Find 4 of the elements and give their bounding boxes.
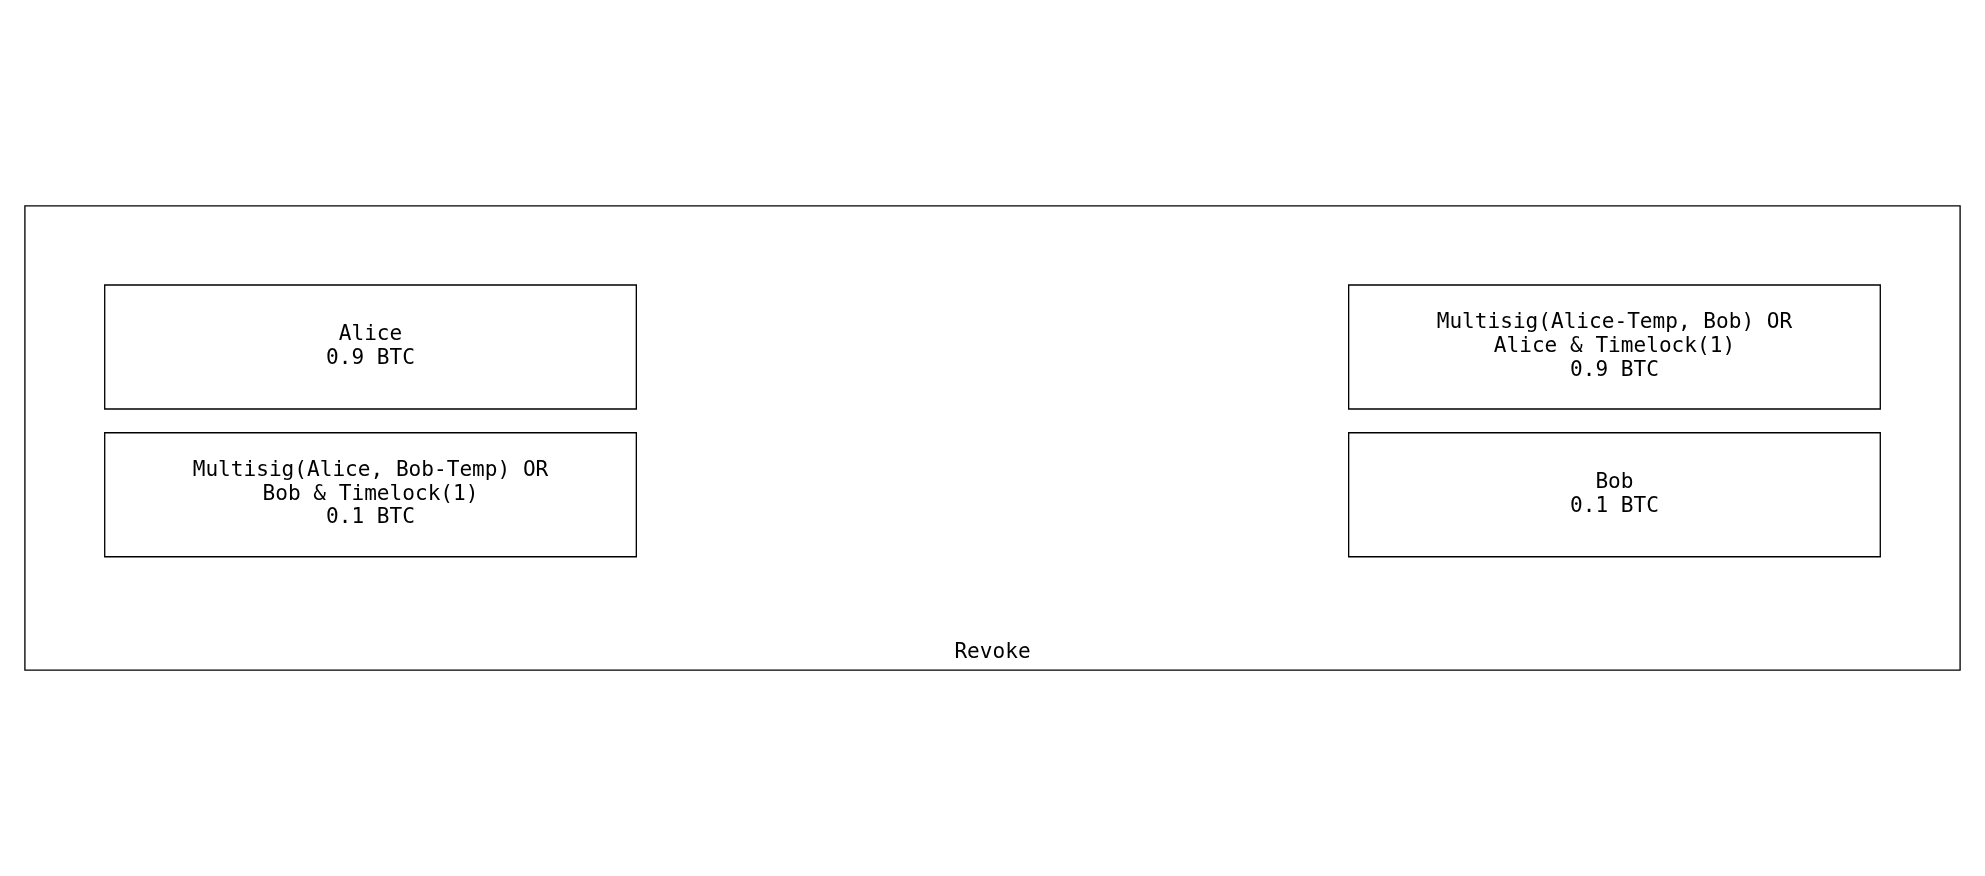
node-box: Multisig(Alice, Bob-Temp) OR Bob & Timelock(1) 0.1 BTC [104, 432, 637, 558]
node-box: Multisig(Alice-Temp, Bob) OR Alice & Timelock(1) 0.9 BTC [1348, 284, 1881, 410]
node-box: Alice 0.9 BTC [104, 284, 637, 410]
node-box: Bob 0.1 BTC [1348, 432, 1881, 558]
